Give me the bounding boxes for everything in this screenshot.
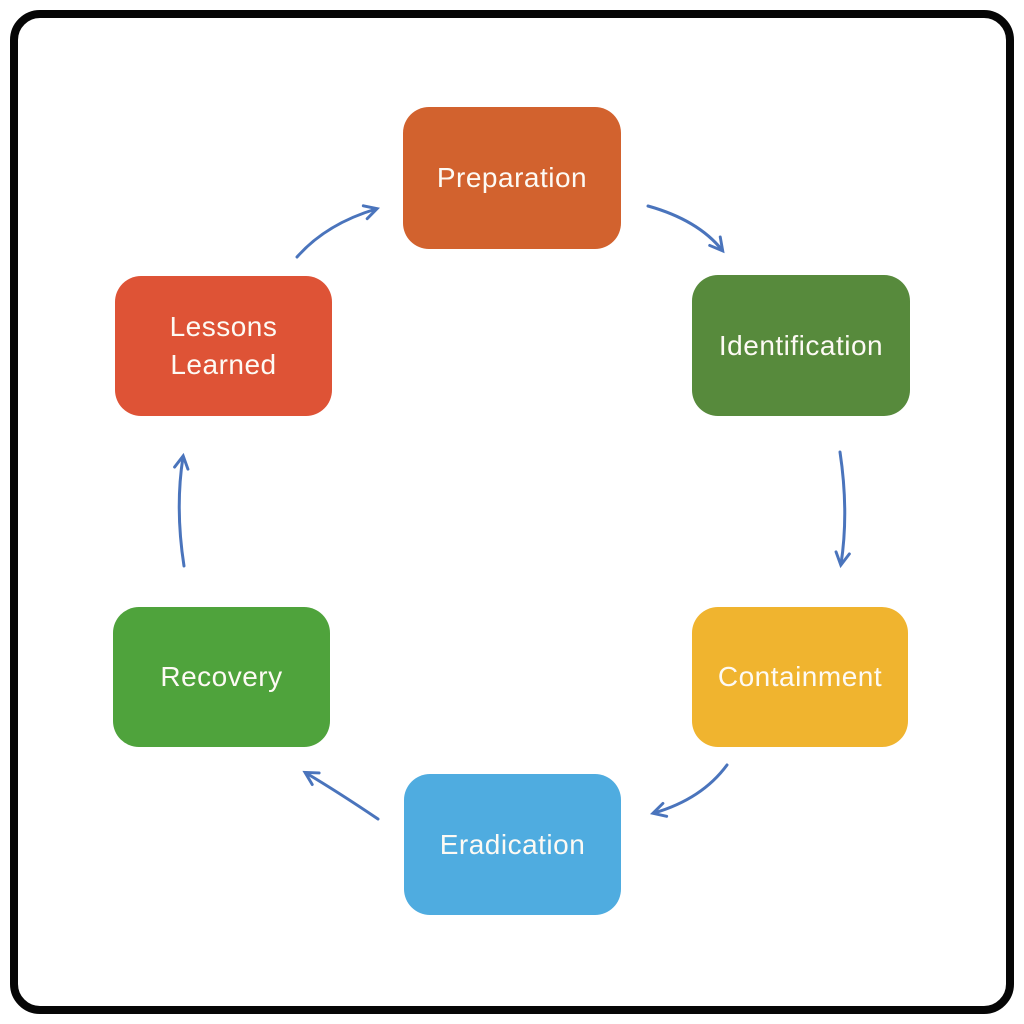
node-preparation: Preparation bbox=[403, 107, 621, 249]
node-lessons-learned: Lessons Learned bbox=[115, 276, 332, 416]
node-recovery: Recovery bbox=[113, 607, 330, 747]
node-identification-label: Identification bbox=[718, 329, 884, 361]
node-identification: Identification bbox=[692, 275, 910, 416]
node-eradication: Eradication bbox=[404, 774, 621, 915]
node-lessons-learned-label: Lessons Learned bbox=[169, 311, 278, 380]
node-recovery-label: Recovery bbox=[160, 661, 283, 693]
node-preparation-label: Preparation bbox=[436, 162, 588, 194]
node-containment: Containment bbox=[692, 607, 908, 747]
node-eradication-label: Eradication bbox=[439, 828, 586, 860]
node-containment-label: Containment bbox=[717, 661, 883, 693]
